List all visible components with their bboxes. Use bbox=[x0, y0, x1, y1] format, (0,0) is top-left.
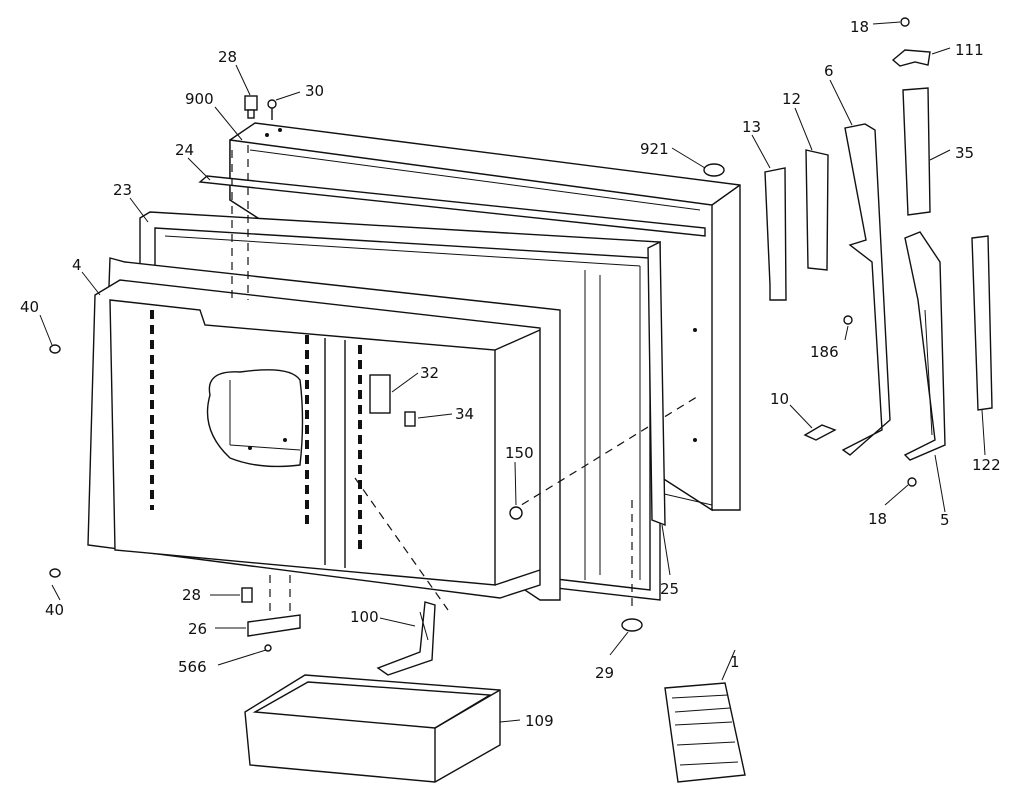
label-35: 35 bbox=[955, 144, 974, 162]
hinge-bracket bbox=[376, 601, 436, 676]
label-13: 13 bbox=[742, 118, 761, 136]
hardware bbox=[49, 17, 931, 652]
inner-liner bbox=[87, 145, 701, 615]
label-5: 5 bbox=[940, 511, 950, 529]
label-23: 23 bbox=[113, 181, 132, 199]
label-24: 24 bbox=[175, 141, 194, 159]
label-12: 12 bbox=[782, 90, 801, 108]
label-32: 32 bbox=[420, 364, 439, 382]
leader-lines bbox=[39, 21, 986, 723]
label-1: 1 bbox=[730, 653, 740, 671]
label-40-bottom: 40 bbox=[45, 601, 64, 619]
right-parts bbox=[664, 87, 993, 783]
label-18-bottom: 18 bbox=[868, 510, 887, 528]
tray bbox=[244, 674, 501, 783]
label-186: 186 bbox=[810, 343, 839, 361]
label-40-top: 40 bbox=[20, 298, 39, 316]
label-900: 900 bbox=[185, 90, 214, 108]
label-18-top: 18 bbox=[850, 18, 869, 36]
label-109: 109 bbox=[525, 712, 554, 730]
label-921: 921 bbox=[640, 140, 669, 158]
label-26: 26 bbox=[188, 620, 207, 638]
label-29: 29 bbox=[595, 664, 614, 682]
label-34: 34 bbox=[455, 405, 474, 423]
label-10: 10 bbox=[770, 390, 789, 408]
label-100: 100 bbox=[350, 608, 379, 626]
label-4: 4 bbox=[72, 256, 82, 274]
label-566: 566 bbox=[178, 658, 207, 676]
label-150: 150 bbox=[505, 444, 534, 462]
side-strip bbox=[647, 240, 666, 527]
label-111: 111 bbox=[955, 41, 984, 59]
gasket-strip bbox=[198, 175, 706, 237]
label-30: 30 bbox=[305, 82, 324, 100]
part-labels: 18 111 28 30 900 6 12 35 13 921 24 23 4 … bbox=[20, 18, 1001, 730]
label-122: 122 bbox=[972, 456, 1001, 474]
label-6: 6 bbox=[824, 62, 834, 80]
label-25: 25 bbox=[660, 580, 679, 598]
label-28-bottom: 28 bbox=[182, 586, 201, 604]
label-28-top: 28 bbox=[218, 48, 237, 66]
